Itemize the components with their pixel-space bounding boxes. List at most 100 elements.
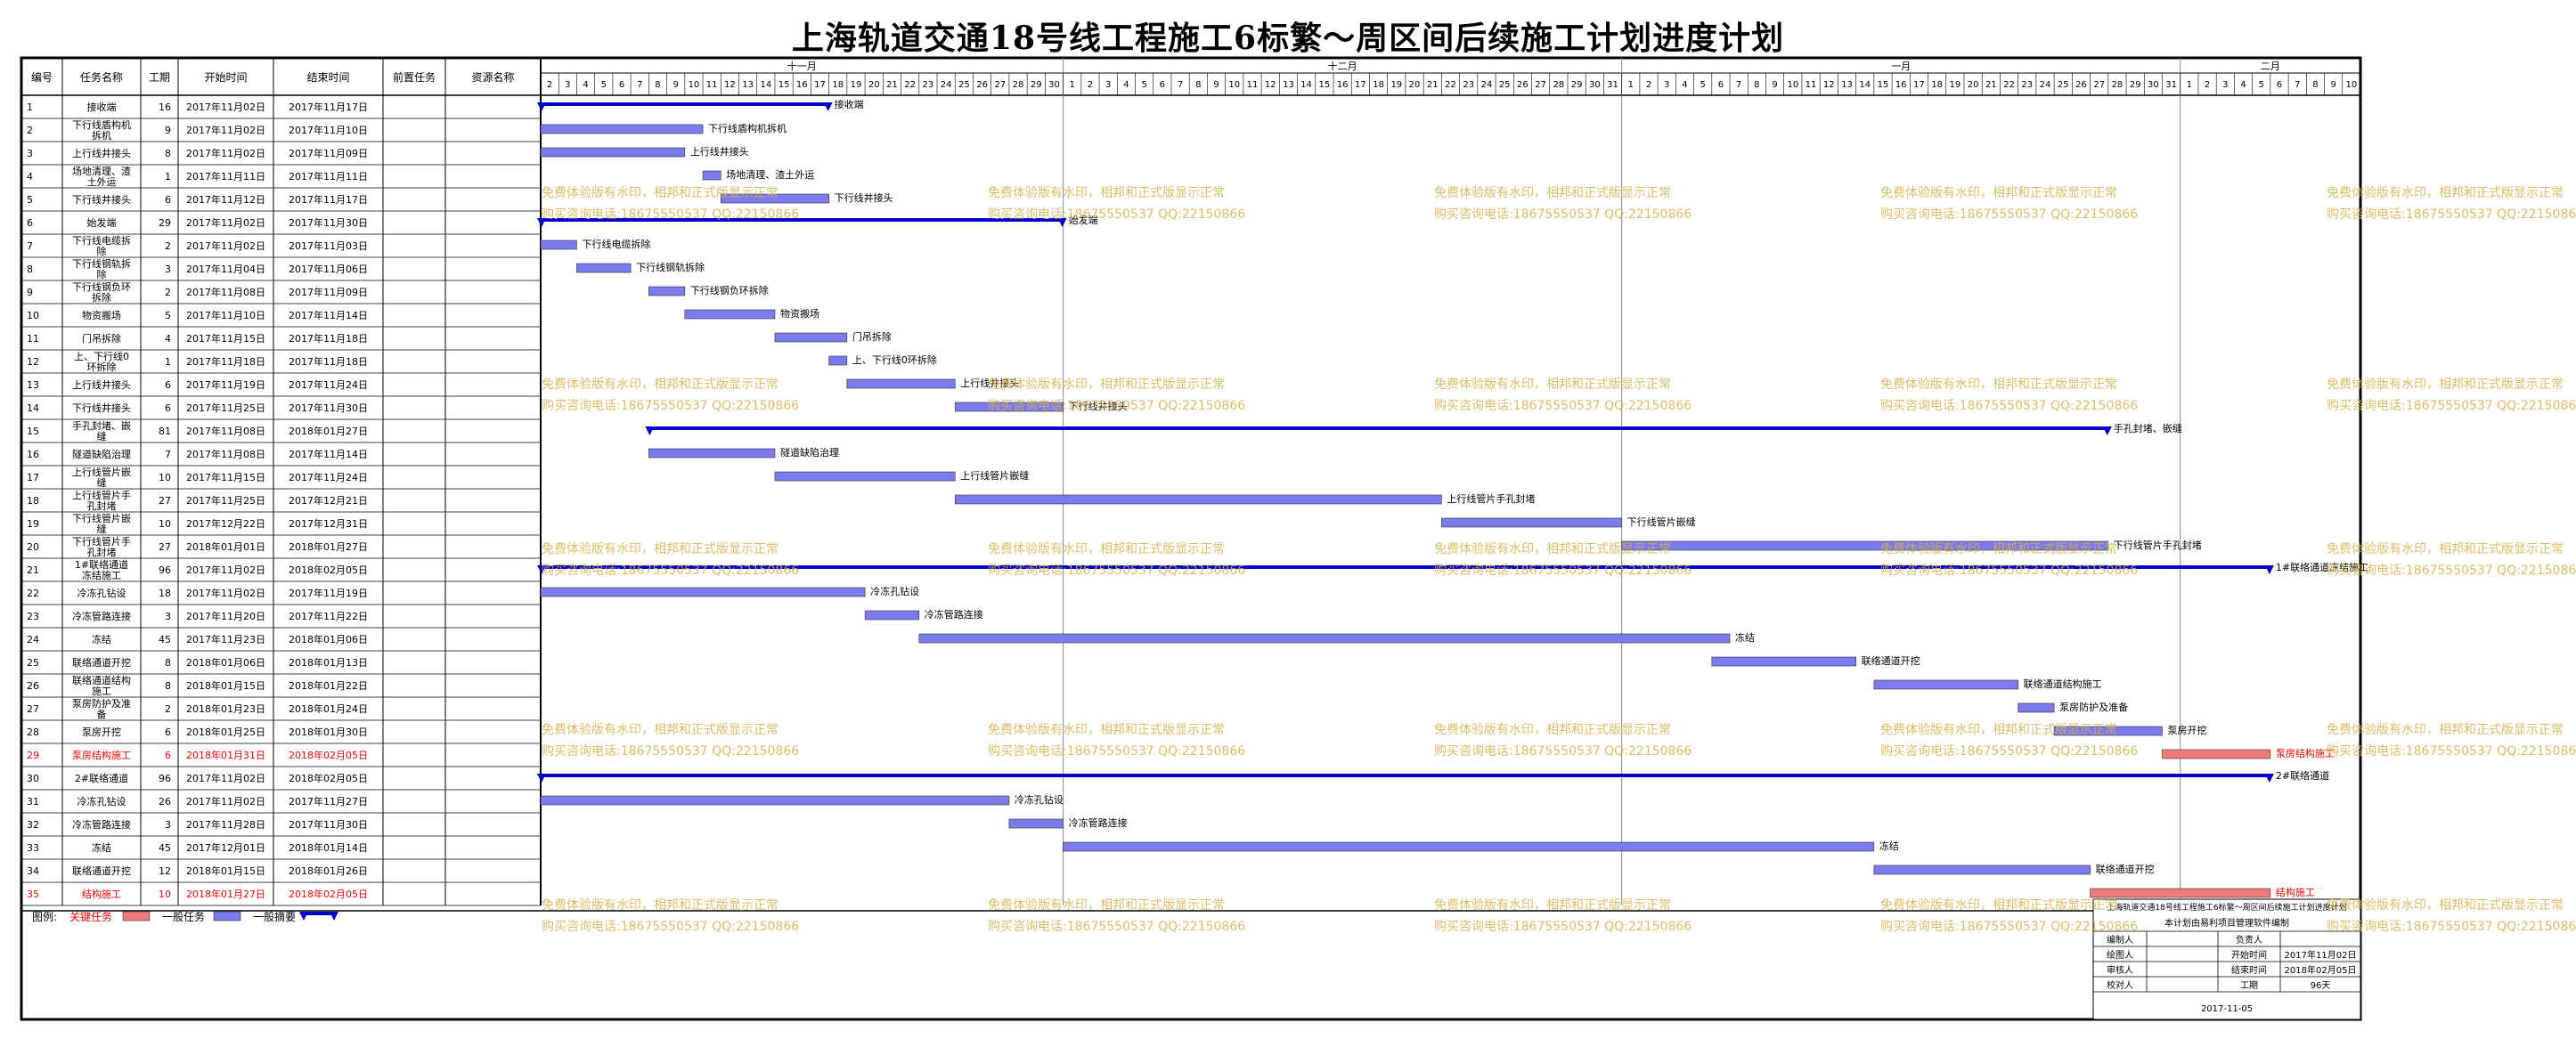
task-id: 6 <box>27 217 33 229</box>
task-start: 2017年11月02日 <box>186 772 265 784</box>
task-start: 2018年01月27日 <box>186 888 265 900</box>
task-end: 2017年11月18日 <box>289 332 368 345</box>
task-end: 2017年11月30日 <box>289 402 368 414</box>
bar-label: 下行线钢轨拆除 <box>636 261 705 273</box>
task-end: 2017年11月24日 <box>289 378 368 391</box>
day-label: 22 <box>904 80 916 90</box>
day-label: 10 <box>1228 80 1240 90</box>
task-bar <box>918 633 1731 644</box>
task-id: 14 <box>27 402 39 414</box>
task-bar <box>864 610 920 621</box>
task-bar <box>648 286 686 296</box>
task-bar <box>540 795 1010 806</box>
task-duration: 2 <box>165 703 171 715</box>
bar-label: 始发端 <box>1069 214 1098 226</box>
day-label: 13 <box>1841 80 1853 90</box>
task-end: 2017年11月18日 <box>289 355 368 368</box>
task-name: 缝 <box>97 430 107 442</box>
bar-label: 上、下行线0环拆除 <box>852 353 937 366</box>
info-cell: 结束时间 <box>2231 964 2267 976</box>
task-start: 2017年12月01日 <box>186 841 265 854</box>
bar-label: 泵房结构施工 <box>2276 747 2335 759</box>
legend-summary-cap <box>299 912 308 921</box>
task-id: 29 <box>27 750 39 761</box>
day-label: 21 <box>1427 80 1439 90</box>
bar-label: 上行线井接头 <box>690 145 749 158</box>
task-name: 下行线钢负环 <box>72 280 131 293</box>
task-name: 下行线钢轨拆 <box>72 257 131 270</box>
task-bar <box>1621 540 2109 551</box>
task-name: 上行线管片手 <box>72 489 131 501</box>
task-name: 手孔封堵、嵌 <box>72 419 131 432</box>
summary-start-cap <box>537 102 546 111</box>
task-name: 始发端 <box>87 216 117 229</box>
bar-label: 2#联络通道 <box>2276 769 2329 782</box>
day-label: 3 <box>1664 80 1669 90</box>
task-name: 联络通道开挖 <box>72 864 131 877</box>
task-bar <box>1873 864 2091 875</box>
task-start: 2018年01月01日 <box>186 540 265 553</box>
day-label: 12 <box>1823 80 1835 90</box>
day-label: 5 <box>1141 80 1146 90</box>
task-start: 2017年11月25日 <box>186 402 265 414</box>
task-name: 联络通道开挖 <box>72 656 131 669</box>
task-name: 拆机 <box>92 129 111 142</box>
day-label: 30 <box>1048 80 1060 90</box>
day-label: 26 <box>2075 80 2087 90</box>
task-duration: 27 <box>159 541 171 553</box>
day-label: 24 <box>2040 80 2051 90</box>
bar-label: 冻结 <box>1735 631 1755 644</box>
bar-label: 隧道缺陷治理 <box>780 446 839 459</box>
task-duration: 1 <box>165 356 171 368</box>
task-end: 2018年02月05日 <box>289 772 368 784</box>
bar-label: 泵房防护及准备 <box>2059 701 2128 713</box>
task-end: 2017年11月24日 <box>289 471 368 483</box>
day-label: 26 <box>976 80 988 90</box>
day-label: 22 <box>2003 80 2015 90</box>
task-bar <box>540 587 866 597</box>
task-bar <box>540 239 577 250</box>
task-end: 2018年01月13日 <box>289 656 368 669</box>
task-end: 2018年01月30日 <box>289 726 368 738</box>
day-label: 30 <box>1589 80 1601 90</box>
task-end: 2017年11月27日 <box>289 795 368 808</box>
task-id: 17 <box>27 472 39 483</box>
summary-end-cap <box>2264 565 2274 574</box>
bar-label: 接收端 <box>835 98 864 110</box>
task-duration: 3 <box>165 611 171 622</box>
task-name: 下行线井接头 <box>72 193 131 206</box>
info-cell: 开始时间 <box>2231 949 2267 961</box>
task-name: 备 <box>97 708 107 720</box>
legend-critical-swatch <box>122 911 151 921</box>
day-label: 25 <box>958 80 970 90</box>
task-end: 2018年02月05日 <box>289 564 368 576</box>
day-label: 27 <box>1535 80 1546 90</box>
day-label: 9 <box>2330 80 2336 90</box>
task-name: 物资搬场 <box>82 309 121 321</box>
day-label: 19 <box>1950 80 1961 90</box>
day-label: 28 <box>1553 80 1564 90</box>
task-start: 2017年11月10日 <box>186 309 265 321</box>
task-name: 施工 <box>92 686 111 697</box>
bar-label: 冷冻管路连接 <box>925 608 983 621</box>
task-end: 2017年12月21日 <box>289 494 368 507</box>
task-end: 2018年01月26日 <box>289 864 368 877</box>
task-duration: 8 <box>165 680 171 692</box>
bar-label: 下行线井接头 <box>835 191 893 204</box>
day-label: 3 <box>1105 80 1111 90</box>
column-header: 开始时间 <box>204 71 247 84</box>
task-duration: 9 <box>165 125 171 136</box>
task-end: 2017年11月19日 <box>289 587 368 599</box>
task-end: 2018年01月22日 <box>289 679 368 692</box>
summary-start-cap <box>537 565 546 574</box>
day-label: 31 <box>1607 80 1618 90</box>
info-cell: 2017年11月02日 <box>2285 949 2357 961</box>
task-end: 2017年11月30日 <box>289 818 368 831</box>
task-name: 除 <box>97 268 107 280</box>
day-label: 4 <box>1682 80 1687 90</box>
task-end: 2017年11月09日 <box>289 147 368 159</box>
task-bar <box>576 263 632 273</box>
bar-label: 上行线管片嵌缝 <box>960 469 1029 482</box>
task-name: 孔封堵 <box>87 546 117 558</box>
task-end: 2018年02月05日 <box>289 749 368 761</box>
